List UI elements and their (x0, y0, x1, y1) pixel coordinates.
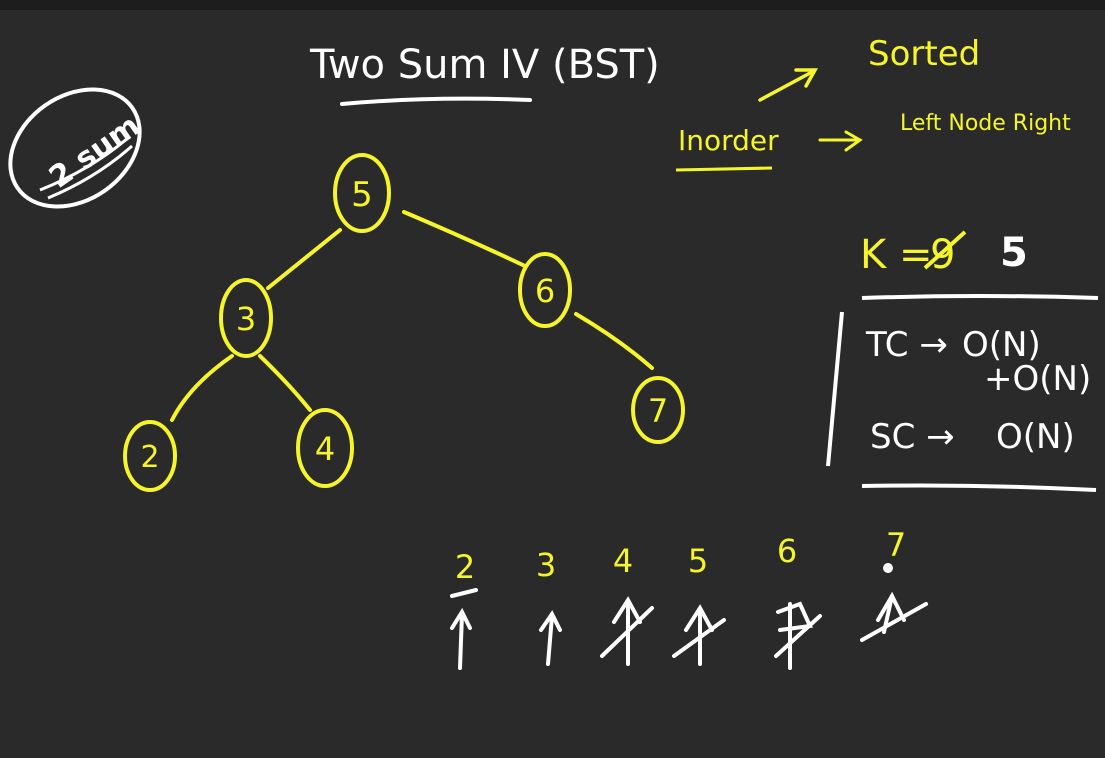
tc-label: TC → (865, 325, 948, 365)
window-top-bar (0, 0, 1105, 10)
k-new-value: 5 (1000, 230, 1028, 276)
tc-extra: +O(N) (984, 359, 1091, 399)
sorted-arrow-head (794, 68, 818, 88)
pointer-mark-2 (450, 588, 478, 598)
k-old-value: 9 (930, 232, 955, 278)
inorder-rule: Left Node Right (900, 111, 1071, 136)
two-sum-badge: 2 sum (8, 87, 146, 209)
tree-node-5: 5 (333, 153, 391, 233)
edge-6-7 (574, 312, 654, 370)
node-value: 7 (648, 392, 668, 430)
array-item: 5 (688, 542, 708, 580)
node-value: 5 (351, 175, 373, 215)
tree-node-4: 4 (296, 408, 354, 488)
pointer-arrow-6 (774, 601, 822, 670)
inorder-label: Inorder (678, 124, 779, 157)
inorder-array: 2 3 4 5 6 7 (455, 526, 906, 586)
complexity-left-line (826, 311, 844, 467)
tc-value: O(N) (962, 325, 1041, 365)
pointer-arrow-2 (450, 607, 472, 670)
edge-3-4 (258, 354, 312, 412)
tree-node-6: 6 (518, 252, 572, 328)
tree-node-2: 2 (123, 420, 177, 492)
tree-node-3: 3 (219, 278, 273, 358)
edge-5-6 (402, 210, 527, 268)
tree-edges (170, 210, 654, 422)
sc-value: O(N) (996, 417, 1075, 457)
page-title: Two Sum IV (BST) (309, 42, 660, 88)
node-value: 6 (535, 272, 555, 310)
sc-label: SC → (870, 417, 955, 457)
edge-3-2 (170, 354, 234, 422)
pointer-dot (883, 563, 893, 573)
array-item: 7 (886, 526, 906, 564)
node-value: 3 (236, 300, 256, 338)
complexity-top-line (861, 294, 1099, 300)
sorted-arrow-shaft (758, 70, 814, 102)
k-label: K = (860, 232, 932, 278)
node-value: 2 (140, 440, 159, 475)
complexity-box: TC → O(N) +O(N) SC → O(N) (826, 294, 1099, 492)
badge-label: 2 sum (43, 108, 146, 195)
title-underline (340, 96, 532, 106)
k-strike (923, 230, 967, 270)
edge-5-3 (266, 228, 342, 290)
k-target: K = 9 5 (860, 230, 1028, 278)
array-item: 2 (455, 548, 475, 586)
array-item: 4 (613, 542, 633, 580)
complexity-bottom-line (861, 483, 1097, 492)
array-item: 6 (777, 532, 797, 570)
inorder-arrow (818, 130, 863, 152)
array-item: 3 (536, 546, 556, 584)
pointer-arrows (450, 563, 928, 670)
sorted-note: Sorted (868, 34, 980, 74)
tree-node-7: 7 (631, 376, 685, 444)
pointer-arrow-4 (600, 596, 654, 666)
inorder-underline (675, 166, 773, 172)
pointer-arrow-3 (539, 610, 562, 666)
node-value: 4 (315, 430, 335, 468)
pointer-arrow-5 (672, 604, 726, 666)
pointer-arrow-7 (860, 591, 928, 642)
